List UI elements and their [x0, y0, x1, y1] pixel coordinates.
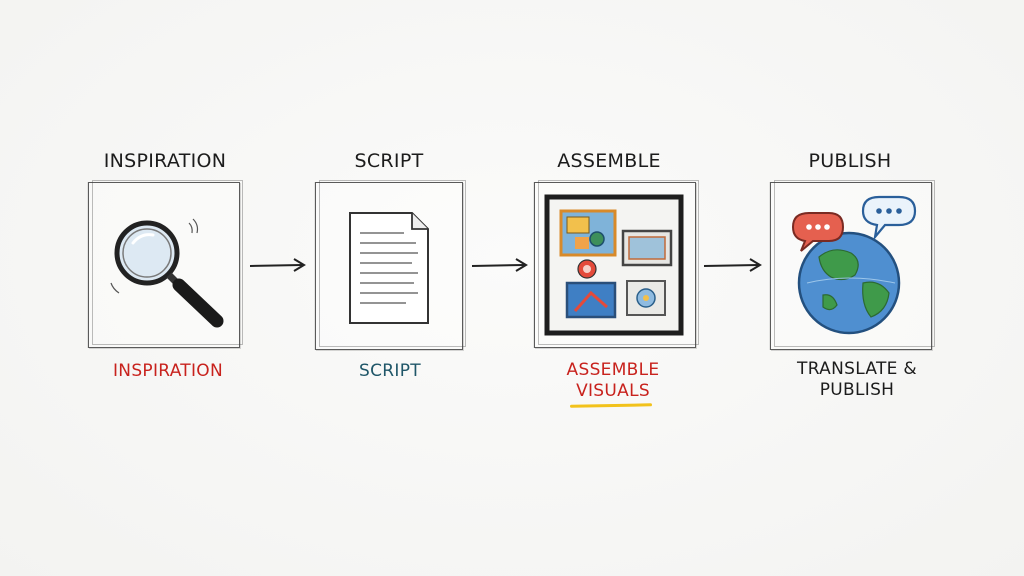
- caption-translate-publish: TRANSLATE & PUBLISH: [757, 359, 957, 401]
- highlight-underline: [569, 403, 653, 408]
- assemble-frame: [534, 180, 699, 348]
- step-title-inspiration: INSPIRATION: [103, 150, 227, 172]
- arrow-right-icon: [471, 258, 528, 272]
- image-collage-icon: [544, 194, 684, 336]
- arrow-right-icon: [703, 258, 762, 272]
- caption-publish-line2: PUBLISH: [819, 380, 895, 400]
- step-title-publish: PUBLISH: [808, 150, 892, 172]
- script-frame: [315, 180, 466, 350]
- caption-assemble-line2: VISUALS: [576, 381, 650, 401]
- publish-frame: [770, 180, 935, 350]
- step-title-script: SCRIPT: [354, 150, 424, 172]
- globe-speech-icon: [791, 195, 917, 335]
- arrow-right-icon: [249, 258, 306, 272]
- document-icon: [349, 212, 429, 324]
- step-title-assemble: ASSEMBLE: [557, 150, 661, 172]
- caption-inspiration: INSPIRATION: [112, 361, 223, 381]
- magnifying-glass-icon: [110, 218, 224, 328]
- inspiration-frame: [88, 180, 243, 348]
- caption-assemble-line1: ASSEMBLE: [566, 360, 660, 380]
- caption-script: SCRIPT: [359, 361, 421, 381]
- caption-publish-line1: TRANSLATE &: [797, 359, 917, 379]
- caption-assemble-visuals: ASSEMBLE VISUALS: [513, 360, 713, 402]
